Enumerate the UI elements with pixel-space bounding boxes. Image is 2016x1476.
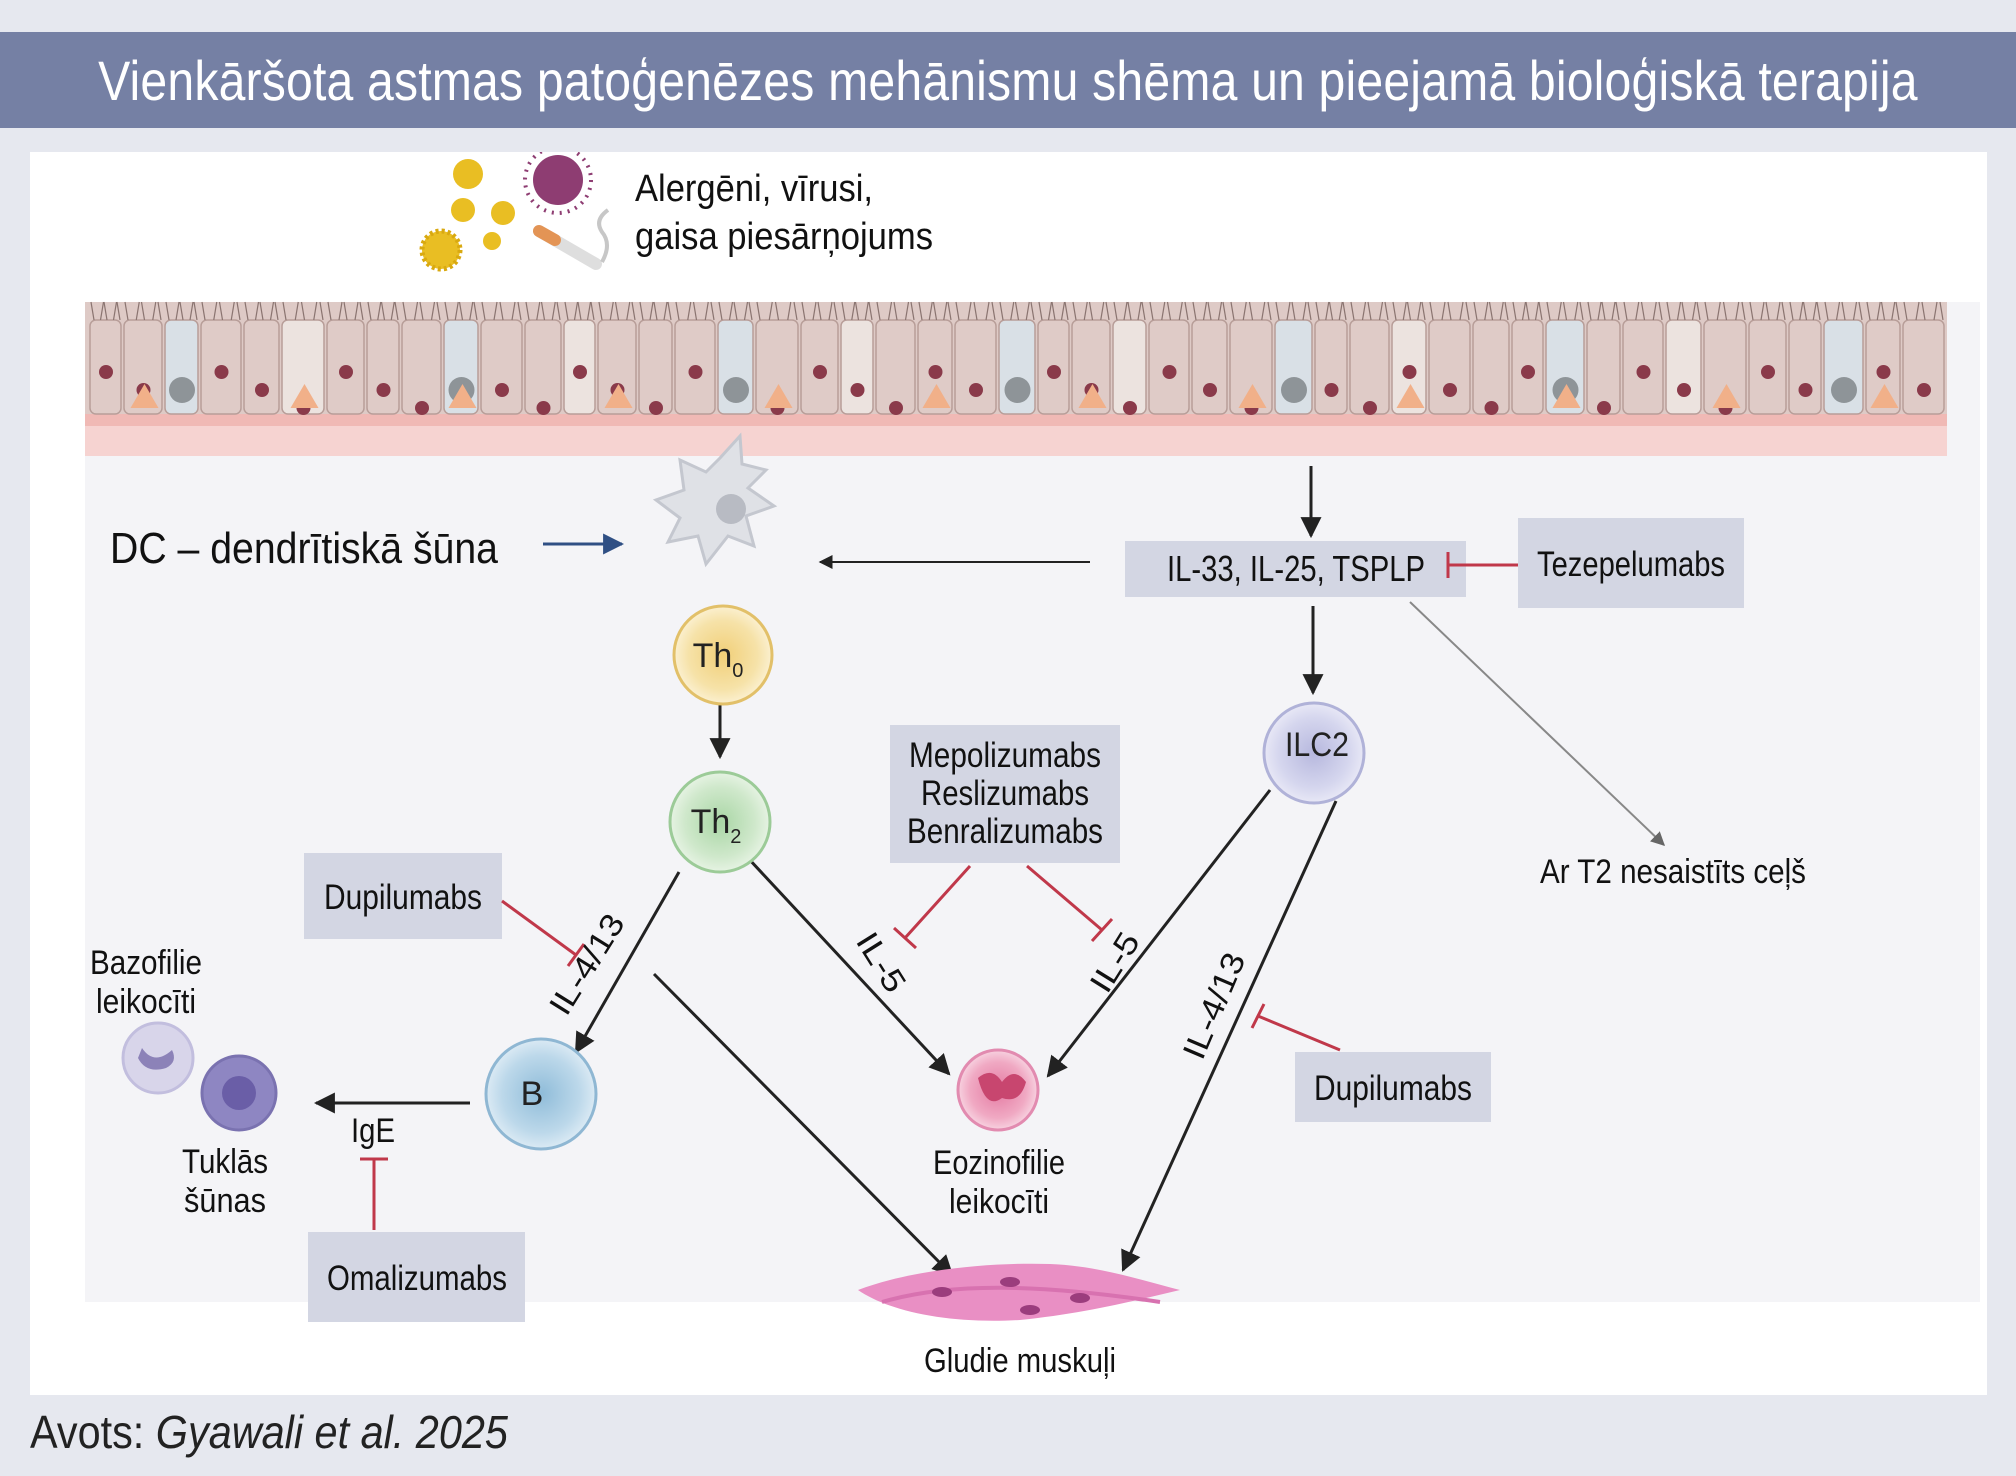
ige-label: IgE [351, 1112, 395, 1150]
th0-cell: Th0 [672, 604, 774, 706]
allergen-particles-illustration [419, 159, 515, 272]
dc-label: DC – dendrītiskā šūna [110, 524, 498, 573]
th2-to-eosinophil-arrow [746, 856, 951, 1076]
dupilumab-right-label: Dupilumabs [1314, 1069, 1472, 1108]
mast-cells-label-line1: Tuklās [182, 1143, 268, 1181]
b-cell [484, 1037, 598, 1151]
benralizumab-label: Benralizumabs [907, 812, 1103, 851]
basophil-illustration [121, 1021, 195, 1095]
ilc2-label: ILC2 [1285, 726, 1349, 764]
th2-to-b-arrow [574, 871, 681, 1054]
dupilumab-left-inhibition-bar [566, 943, 586, 967]
triggers-label-line1: Alergēni, vīrusi, [635, 168, 873, 210]
omalizumab-box [308, 1232, 525, 1322]
b-cell-label: B [521, 1075, 544, 1113]
mast-cells-label-line2: šūnas [184, 1182, 266, 1220]
eosinophil-cell [956, 1048, 1040, 1132]
dupilumab-right-box [1295, 1052, 1491, 1122]
page-title: Vienkāršota astmas patoģenēzes mehānismu… [98, 48, 1918, 112]
virus-illustration [523, 152, 593, 215]
ilc2-to-eosinophil-arrow [1046, 789, 1272, 1078]
omalizumab-label: Omalizumabs [327, 1259, 507, 1298]
basophils-label-line2: leikocīti [96, 983, 196, 1021]
basophils-label-line1: Bazofilie [90, 944, 202, 982]
il4-13-to-muscle-arrow-left [652, 972, 954, 1277]
dupilumab-right-inhibition-bar [1250, 1003, 1266, 1029]
diagram-panel: Alergēni, vīrusi, gaisa piesārņojums DC … [30, 152, 1987, 1395]
eosinophils-label-line1: Eozinofilie [933, 1144, 1065, 1182]
th2-cell: Th2 [668, 770, 772, 874]
dupilumab-right-inhibition-line [1257, 1014, 1341, 1052]
th2-label: Th [691, 803, 731, 841]
anti-il5-drugs-box [890, 725, 1120, 863]
smooth-muscle-label: Gludie muskuļi [924, 1342, 1116, 1380]
source-citation: Avots: Gyawali et al. 2025 [30, 1405, 508, 1461]
title-bar: Vienkāršota astmas patoģenēzes mehānismu… [0, 32, 2016, 128]
tezepelumab-box [1518, 518, 1744, 608]
non-t2-pathway-label: Ar T2 nesaistīts ceļš [1540, 853, 1806, 891]
anti-il5-inhibition-right-bar [1090, 917, 1114, 943]
tezepelumab-label: Tezepelumabs [1537, 545, 1725, 584]
triggers-label-line2: gaisa piesārņojums [635, 216, 933, 258]
dendritic-cell-illustration [652, 432, 778, 568]
non-t2-arrow [1409, 601, 1666, 846]
airway-epithelium-illustration [85, 301, 1947, 456]
anti-il5-inhibition-right-line [1026, 864, 1103, 932]
ilc2-cell [1262, 701, 1366, 805]
th0-label: Th [693, 637, 733, 675]
dupilumab-left-label: Dupilumabs [324, 878, 482, 917]
eosinophils-label-line2: leikocīti [949, 1183, 1049, 1221]
anti-il5-inhibition-left-bar [892, 926, 918, 950]
dupilumab-left-box [304, 853, 502, 939]
mast-cell-illustration [200, 1054, 278, 1132]
smooth-muscle-illustration [858, 1263, 1180, 1321]
svg-text:Th0: Th0 [693, 637, 744, 682]
cytokine-label: IL-33, IL-25, TSPLP [1167, 548, 1425, 589]
cytokine-box [1125, 541, 1466, 597]
cigarette-illustration [533, 208, 610, 270]
svg-text:Th2: Th2 [691, 803, 742, 848]
th0-subscript: 0 [732, 660, 743, 682]
mepolizumab-label: Mepolizumabs [909, 736, 1101, 775]
th2-subscript: 2 [730, 826, 741, 848]
source-prefix: Avots: [30, 1406, 156, 1458]
anti-il5-inhibition-left-line [903, 864, 972, 940]
pathway-diagram: Alergēni, vīrusi, gaisa piesārņojums DC … [85, 152, 1980, 1380]
reslizumab-label: Reslizumabs [921, 774, 1089, 813]
dupilumab-left-inhibition-line [501, 899, 577, 957]
ilc2-to-muscle-arrow [1121, 800, 1338, 1272]
source-reference: Gyawali et al. 2025 [155, 1406, 508, 1458]
